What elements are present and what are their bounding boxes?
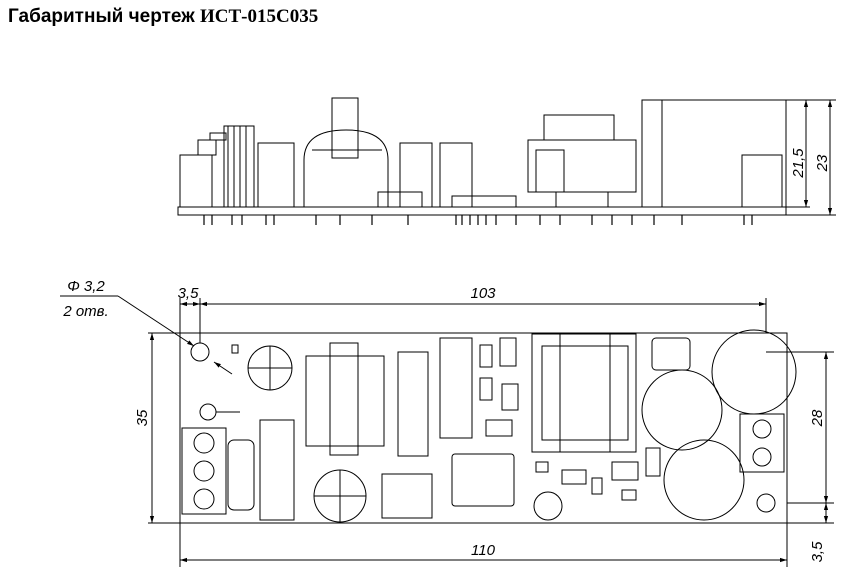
top-smd-4 (479, 377, 493, 401)
side-capacitor-2 (399, 142, 433, 208)
dim-hole-diameter: Φ 3,2 (67, 278, 105, 295)
top-output-cap-2 (641, 369, 723, 451)
top-output-diode (651, 337, 691, 371)
side-inductor-windings (227, 126, 247, 207)
top-transformer-bobbin (559, 333, 611, 453)
top-dimensions (60, 295, 834, 567)
top-x-capacitor (259, 419, 295, 521)
top-smd-12 (621, 489, 637, 501)
side-transformer-top (543, 114, 615, 141)
top-pcb (179, 332, 788, 524)
side-terminal-top (197, 139, 217, 156)
dim-hole-offset-y: 3,5 (809, 541, 826, 563)
top-smd-7 (535, 461, 549, 473)
top-view (179, 329, 797, 524)
dim-board-length: 110 (471, 542, 496, 559)
top-output-cap-3 (663, 439, 745, 521)
top-smd-10 (611, 461, 639, 481)
title-part2: ИСТ-015С035 (199, 6, 319, 27)
out-screw-1 (752, 419, 772, 439)
top-smd-6 (485, 419, 513, 437)
side-view (177, 97, 787, 225)
top-inductor (227, 439, 255, 511)
top-smd-9 (591, 477, 603, 495)
side-capacitor-1 (257, 142, 295, 208)
top-smd-3 (499, 337, 517, 367)
top-smd-11 (645, 447, 661, 477)
side-leads (203, 215, 753, 225)
side-pcb (177, 206, 787, 216)
top-output-cap-1 (711, 329, 797, 415)
drawing-title: Габаритный чертеж ИСТ-015С035 (8, 6, 318, 28)
terminal-screw-2 (193, 460, 215, 482)
top-capacitor-2 (439, 337, 473, 439)
side-terminal-right (741, 154, 783, 208)
top-fuse-cross (248, 346, 292, 390)
side-inductor (223, 125, 255, 208)
top-input-terminal (181, 427, 227, 515)
terminal-screw-1 (193, 432, 215, 454)
top-pwm-ic (451, 453, 515, 507)
out-screw-2 (752, 447, 772, 467)
side-ic (451, 195, 517, 208)
top-smd-1 (231, 344, 239, 354)
dim-hole-spacing-x: 103 (470, 285, 496, 302)
top-smd-2 (479, 344, 493, 368)
terminal-screw-3 (193, 488, 215, 510)
top-varistor (199, 403, 217, 421)
side-transformer-base (555, 191, 609, 208)
top-bridge (381, 473, 433, 519)
title-part1: Габаритный чертеж (8, 6, 195, 27)
dim-hole-count: 2 отв. (62, 303, 108, 320)
side-terminal-left (179, 154, 213, 208)
dim-hole-offset-x: 3,5 (178, 285, 200, 302)
dim-height-body: 21,5 (790, 148, 807, 179)
dim-board-width: 35 (134, 409, 151, 426)
dim-height-total: 23 (814, 154, 831, 172)
side-transformer (527, 139, 637, 193)
top-choke (305, 355, 385, 447)
side-output-capacitors (641, 99, 787, 208)
top-output-terminal (739, 413, 785, 473)
side-toroid-core (331, 97, 359, 159)
top-small-cap (533, 491, 563, 521)
top-smd-5 (501, 383, 519, 411)
top-transformer (531, 333, 637, 453)
top-choke-core (329, 342, 359, 456)
top-bulk-cross (314, 470, 366, 522)
dim-hole-spacing-y: 28 (809, 409, 826, 427)
side-transformer-bobbin (535, 149, 565, 193)
top-smd-8 (561, 469, 587, 485)
side-toroid (303, 129, 389, 207)
side-bridge (377, 191, 423, 208)
top-capacitor-1 (397, 351, 429, 457)
side-terminal-cap (209, 132, 227, 141)
leader-line (117, 295, 195, 347)
mounting-hole-2 (756, 493, 776, 513)
top-transformer-core (541, 345, 629, 441)
side-capacitor-3 (439, 142, 473, 208)
side-dimensions (786, 99, 836, 216)
leader-line-2 (213, 361, 233, 375)
